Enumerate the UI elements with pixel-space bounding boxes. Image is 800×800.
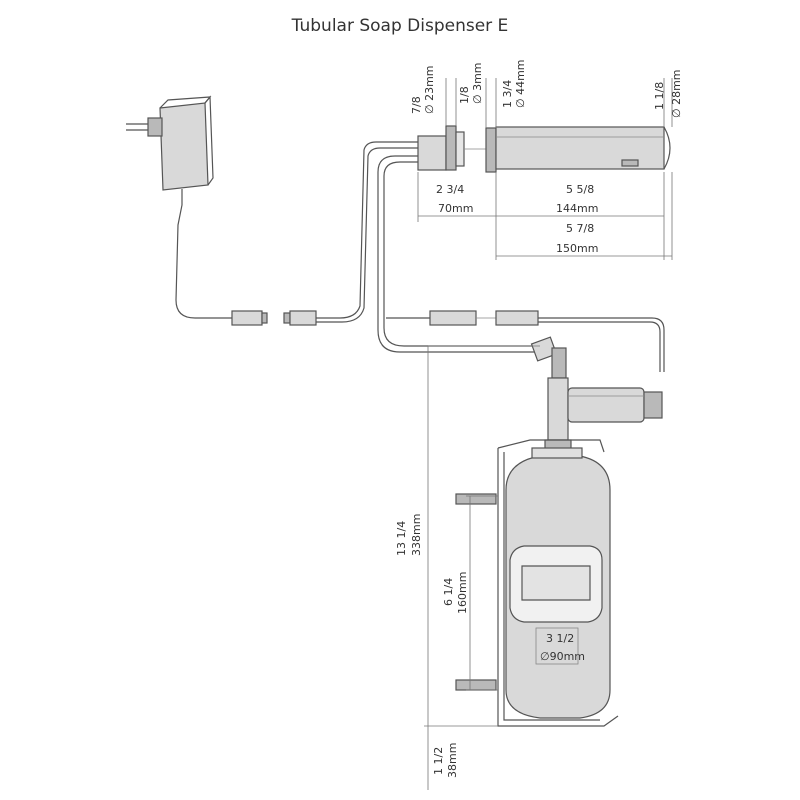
svg-text:6 1/4: 6 1/4 [442,578,455,606]
svg-text:338mm: 338mm [410,514,423,556]
svg-text:∅ 3mm: ∅ 3mm [471,62,484,104]
svg-text:144mm: 144mm [556,202,598,215]
dim-plate: 1 3/4 ∅ 44mm [501,59,527,108]
svg-text:∅ 23mm: ∅ 23mm [423,65,436,114]
dim-nut: 7/8 ∅ 23mm [410,65,436,114]
dim-bottle-diameter: 3 1/2 ∅90mm [535,627,585,665]
svg-text:38mm: 38mm [446,743,459,778]
soap-bottle [505,447,611,719]
dim-washer: 1/8 ∅ 3mm [458,62,484,104]
pump [530,336,663,455]
svg-text:3 1/2: 3 1/2 [546,632,574,645]
dim-horizontal: 2 3/4 70mm 5 5/8 144mm 5 7/8 150mm [417,172,673,260]
svg-text:5 7/8: 5 7/8 [566,222,594,235]
bottle-bracket [455,439,619,727]
dim-spout-dia: 1 1/8 ∅ 28mm [653,69,683,118]
spout-assembly [417,125,671,173]
power-connector [231,141,418,326]
svg-text:70mm: 70mm [438,202,473,215]
diagram-title: Tubular Soap Dispenser E [291,16,509,36]
svg-text:1/8: 1/8 [458,86,471,104]
svg-text:∅ 44mm: ∅ 44mm [514,59,527,108]
svg-text:1 1/2: 1 1/2 [432,747,445,775]
power-adapter [126,95,232,319]
tubing [377,155,665,372]
svg-text:150mm: 150mm [556,242,598,255]
dim-vertical: 13 1/4 338mm 6 1/4 160mm 1 1/2 38mm [395,345,540,790]
top-dimension-leaders [445,78,673,128]
svg-text:1 3/4: 1 3/4 [501,80,514,108]
svg-text:2 3/4: 2 3/4 [436,183,464,196]
svg-text:∅90mm: ∅90mm [540,650,585,663]
svg-text:∅ 28mm: ∅ 28mm [670,69,683,118]
svg-text:7/8: 7/8 [410,96,423,114]
svg-text:13 1/4: 13 1/4 [395,521,408,556]
svg-text:1 1/8: 1 1/8 [653,82,666,110]
svg-text:5 5/8: 5 5/8 [566,183,594,196]
svg-text:160mm: 160mm [456,572,469,614]
